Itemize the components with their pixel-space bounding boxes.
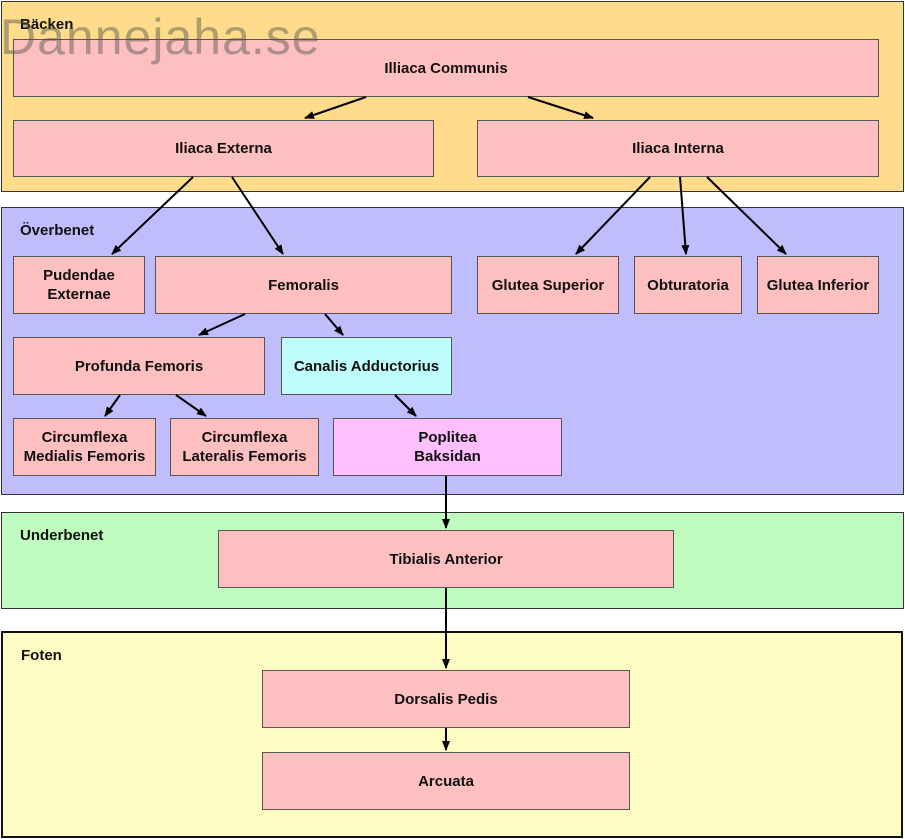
region-underbenet-label: Underbenet xyxy=(20,527,104,544)
region-foten-label: Foten xyxy=(21,647,62,664)
node-femoralis: Femoralis xyxy=(155,256,452,314)
node-canalis-adductorius: Canalis Adductorius xyxy=(281,337,452,395)
node-profunda-femoris: Profunda Femoris xyxy=(13,337,265,395)
node-glutea-superior: Glutea Superior xyxy=(477,256,619,314)
region-overbenet-label: Överbenet xyxy=(20,222,95,239)
node-poplitea: Poplitea Baksidan xyxy=(333,418,562,476)
node-iliaca-interna: Iliaca Interna xyxy=(477,120,879,177)
node-obturatoria: Obturatoria xyxy=(634,256,742,314)
node-circumflexa-medialis: Circumflexa Medialis Femoris xyxy=(13,418,156,476)
node-arcuata: Arcuata xyxy=(262,752,630,810)
node-glutea-inferior: Glutea Inferior xyxy=(757,256,879,314)
node-illiaca-communis: Illiaca Communis xyxy=(13,39,879,97)
region-backen-label: Bäcken xyxy=(20,16,74,33)
node-iliaca-externa: Iliaca Externa xyxy=(13,120,434,177)
node-tibialis-anterior: Tibialis Anterior xyxy=(218,530,674,588)
node-dorsalis-pedis: Dorsalis Pedis xyxy=(262,670,630,728)
node-circumflexa-lateralis: Circumflexa Lateralis Femoris xyxy=(170,418,319,476)
node-pudendae-externae: Pudendae Externae xyxy=(13,256,145,314)
